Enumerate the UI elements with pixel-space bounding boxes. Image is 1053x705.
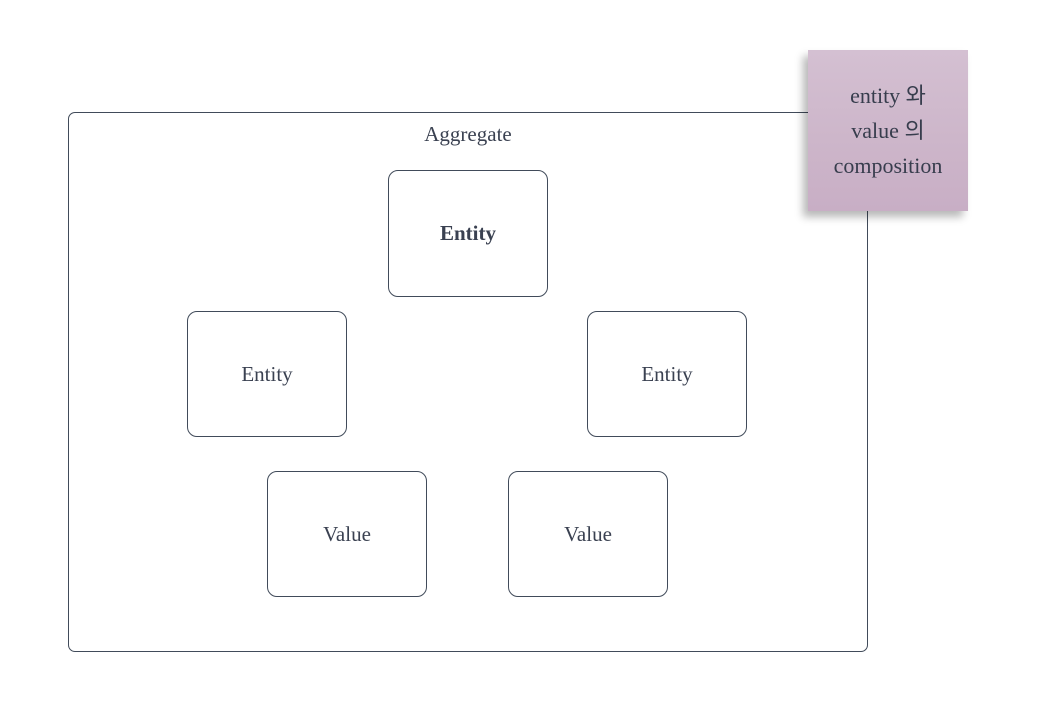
node-label: Entity bbox=[641, 361, 693, 386]
sticky-note[interactable]: entity 와 value 의 composition bbox=[808, 50, 968, 211]
aggregate-label: Aggregate bbox=[424, 122, 512, 146]
node-label: Entity bbox=[439, 221, 496, 245]
note-line: composition bbox=[833, 153, 943, 178]
entity-node-left[interactable]: Entity bbox=[187, 311, 347, 437]
node-label: Value bbox=[564, 521, 612, 546]
entity-node-right[interactable]: Entity bbox=[587, 311, 747, 437]
value-node-left[interactable]: Value bbox=[267, 471, 427, 597]
node-label: Entity bbox=[241, 361, 293, 386]
value-node-right[interactable]: Value bbox=[508, 471, 668, 597]
note-line: value 의 bbox=[851, 118, 925, 143]
aggregate-group[interactable]: Aggregate bbox=[68, 112, 868, 652]
entity-node-root[interactable]: Entity bbox=[388, 170, 548, 297]
note-line: entity 와 bbox=[850, 83, 926, 108]
node-label: Value bbox=[323, 521, 371, 546]
